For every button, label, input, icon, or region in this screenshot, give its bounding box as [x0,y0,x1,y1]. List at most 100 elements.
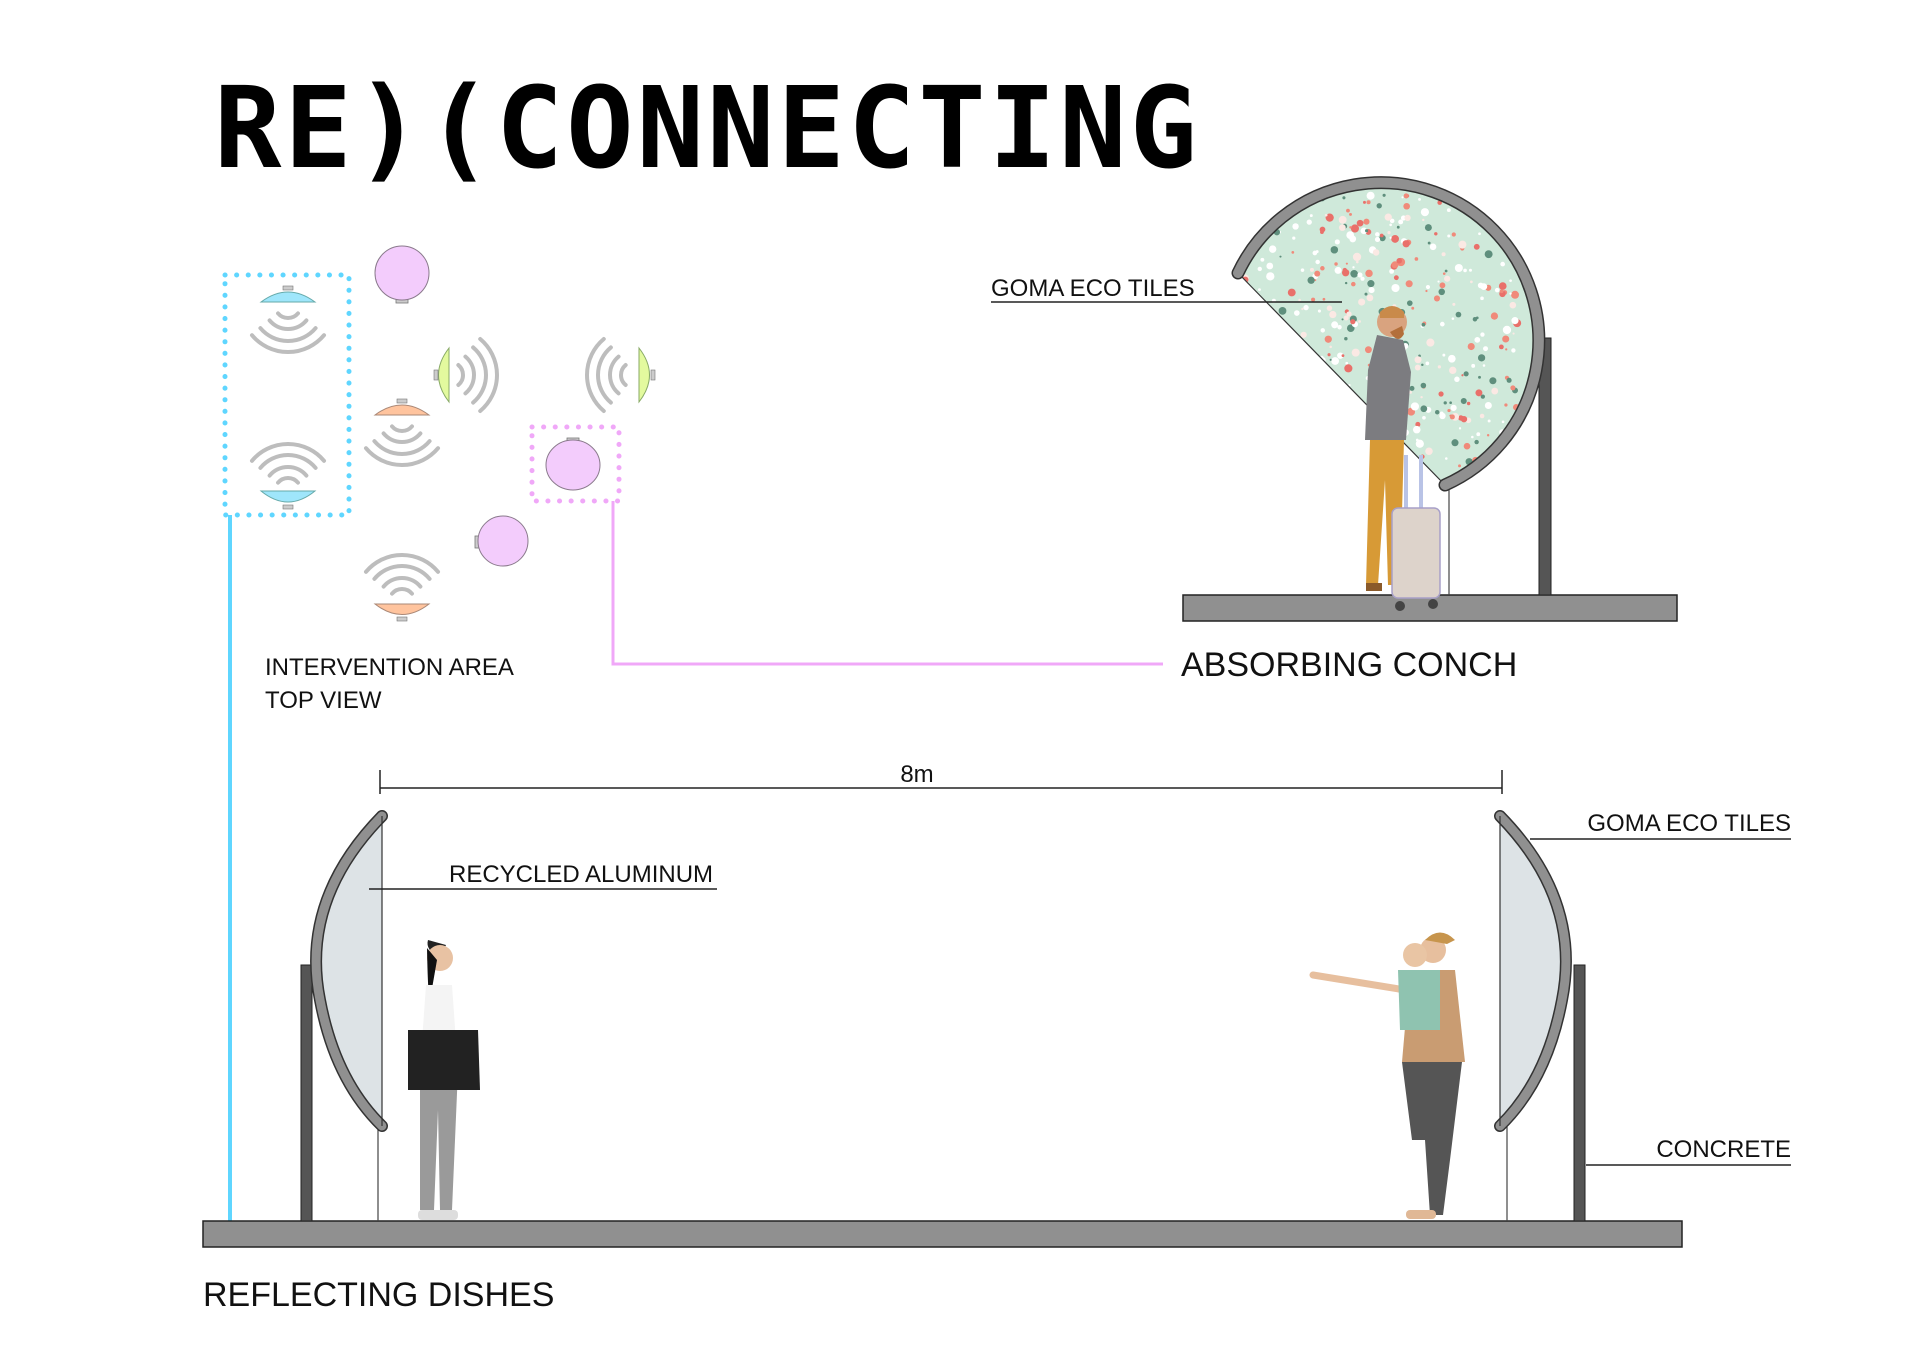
terrazzo-chip [1279,345,1284,350]
terrazzo-chip [1205,458,1208,461]
terrazzo-chip [1204,226,1207,229]
terrazzo-chip [1268,407,1271,410]
terrazzo-chip [1471,435,1474,439]
terrazzo-chip [1334,262,1338,266]
terrazzo-chip [1439,411,1444,416]
terrazzo-chip [1298,360,1302,364]
terrazzo-chip [1320,230,1324,234]
terrazzo-chip [1341,354,1345,357]
terrazzo-chip [1389,236,1392,239]
terrazzo-chip [1223,409,1229,415]
terrazzo-chip [1479,413,1485,419]
terrazzo-chip [1200,380,1204,384]
terrazzo-chip [1310,369,1314,373]
terrazzo-chip [1437,365,1441,369]
terrazzo-chip [1360,227,1368,235]
terrazzo-chip [1203,452,1209,458]
sound-wave-arc [363,446,441,467]
terrazzo-chip [1349,212,1352,216]
terrazzo-chip [1415,439,1424,448]
terrazzo-chip [1504,403,1508,407]
terrazzo-chip [1375,232,1380,237]
sound-wave-arc [585,336,606,414]
terrazzo-chip [1358,419,1365,426]
terrazzo-chip [1415,438,1419,442]
terrazzo-chip [1191,363,1194,366]
absorbing-conch-label: ABSORBING CONCH [1181,646,1517,684]
terrazzo-chip [1425,447,1433,455]
terrazzo-chip [1238,296,1247,305]
terrazzo-chip [1364,346,1372,354]
terrazzo-chip [1213,483,1220,490]
terrazzo-chip [1442,353,1446,357]
terrazzo-chip [1331,383,1339,391]
terrazzo-chip [1331,414,1336,419]
terrazzo-chip [1480,283,1488,291]
terrazzo-chip [1179,372,1185,378]
terrazzo-chip [1506,377,1512,383]
terrazzo-chip [1414,257,1419,261]
terrazzo-chip [1322,401,1330,409]
terrazzo-chip [1418,197,1421,201]
conch-top-view-2 [545,437,601,491]
terrazzo-chip [1345,262,1348,265]
terrazzo-chip [1238,430,1241,437]
terrazzo-chip [1349,235,1357,243]
terrazzo-chip [1229,243,1233,247]
terrazzo-chip [1508,450,1511,453]
terrazzo-chip [1509,279,1512,283]
terrazzo-chip [1317,309,1321,313]
terrazzo-chip [1198,254,1201,257]
terrazzo-chip [1320,328,1325,333]
terrazzo-chip [1238,453,1244,459]
terrazzo-chip [1314,270,1321,277]
terrazzo-chip [1495,193,1500,199]
terrazzo-chip [1294,310,1300,316]
terrazzo-chip [1389,268,1395,274]
terrazzo-chip [1278,325,1284,331]
terrazzo-chip [1357,492,1362,497]
terrazzo-chip [1319,410,1324,416]
terrazzo-chip [1197,206,1202,211]
terrazzo-chip [1240,449,1247,455]
terrazzo-chip [1450,404,1457,411]
terrazzo-chip [1475,389,1483,397]
terrazzo-chip [1255,476,1260,481]
terrazzo-chip [1354,434,1362,442]
terrazzo-chip [1357,272,1363,278]
terrazzo-chip [1366,294,1374,302]
terrazzo-chip [1264,457,1272,465]
terrazzo-chip [1206,434,1210,438]
terrazzo-chip [1429,243,1437,251]
terrazzo-chip [1329,435,1334,440]
terrazzo-chip [1238,459,1240,463]
terrazzo-chip [1238,243,1240,252]
terrazzo-chip [1344,364,1353,373]
terrazzo-chip [1320,266,1325,271]
terrazzo-chip [1352,252,1362,262]
terrazzo-chip [1198,353,1204,359]
terrazzo-chip [1426,338,1435,347]
concrete-label: CONCRETE [1656,1136,1791,1163]
terrazzo-chip [1506,216,1515,224]
terrazzo-chip [1348,419,1355,426]
sound-wave-arc [267,318,309,331]
terrazzo-chip [1391,283,1400,293]
sound-wave-arc [471,345,488,405]
terrazzo-chip [1514,195,1518,200]
terrazzo-chip [1494,287,1500,293]
left-dish-post [300,964,313,1222]
terrazzo-chip [1447,354,1456,363]
terrazzo-chip [1294,403,1301,409]
terrazzo-chip [1410,402,1420,411]
terrazzo-chip [1222,409,1225,412]
terrazzo-chip [1362,489,1368,495]
terrazzo-chip [1487,419,1491,423]
terrazzo-chip [1333,470,1340,477]
terrazzo-chip [1499,463,1504,468]
terrazzo-chip [1225,281,1231,287]
terrazzo-chip [1184,249,1189,254]
terrazzo-chip [1287,468,1291,472]
terrazzo-chip [1260,329,1263,333]
terrazzo-chip [1344,336,1348,341]
